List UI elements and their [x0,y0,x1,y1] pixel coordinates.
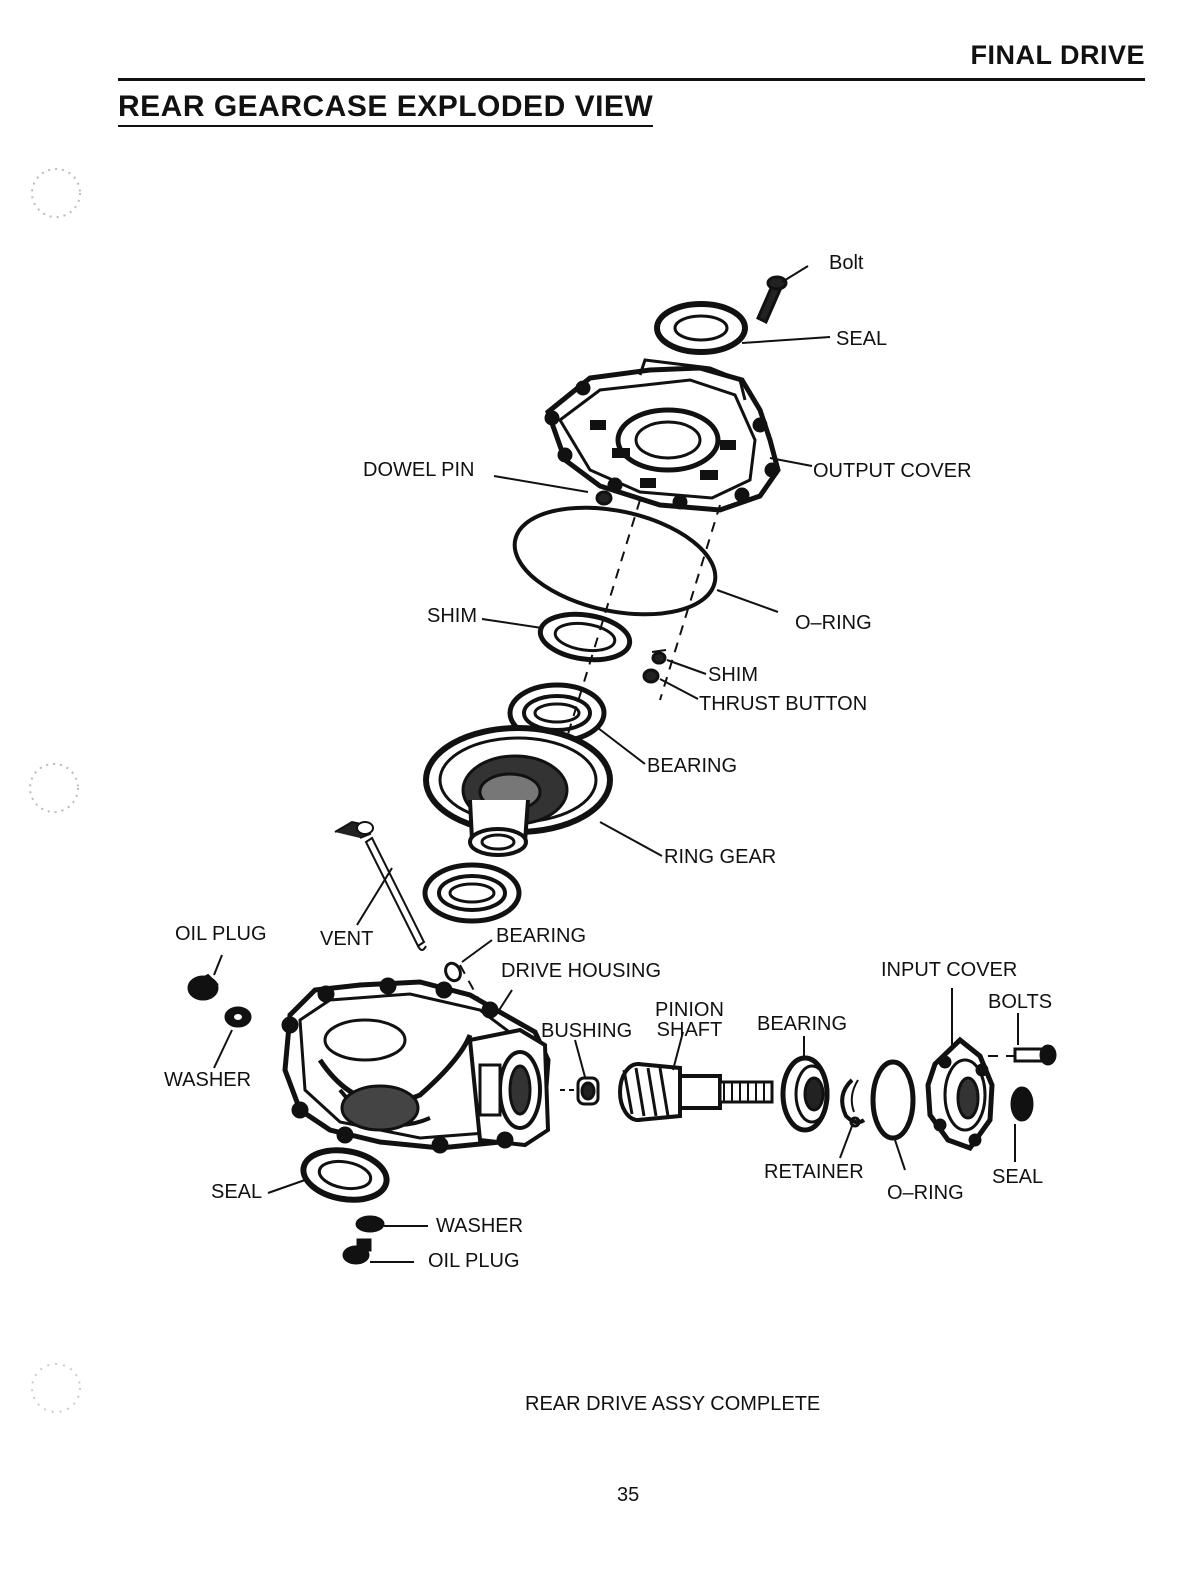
punch-hole-top [31,168,81,218]
seal-left-part [267,1147,390,1203]
label-bushing: BUSHING [541,1020,633,1042]
shim-thrust-button-parts [642,649,707,700]
bearing-lower-part [422,862,522,924]
label-ring-gear: RING GEAR [664,846,777,868]
washer-bottom-part [355,1215,428,1233]
label-shim-small: SHIM [708,664,758,686]
label-vent: VENT [320,928,374,950]
label-bearing-upper: BEARING [647,755,738,777]
small-washer-part [444,939,493,983]
label-seal-left: SEAL [211,1181,263,1203]
label-seal-right: SEAL [992,1166,1044,1188]
bolts-right-part [1013,1013,1057,1066]
washer-left-part [213,1006,252,1069]
input-cover-part [925,988,995,1151]
label-washer-bottom: WASHER [436,1215,524,1237]
bearing-right-part [780,1036,830,1133]
page-number: 35 [617,1484,640,1506]
label-seal-top: SEAL [836,328,888,350]
label-washer-left: WASHER [164,1069,252,1091]
output-cover-part [544,358,813,513]
pinion-shaft-part [618,1031,774,1122]
label-pinion-shaft: PINION SHAFT [655,1000,724,1040]
drive-housing-part [281,977,551,1154]
label-o-ring-top: O–RING [795,612,872,634]
retainer-part [839,1078,866,1159]
oil-plug-left-part [187,954,223,1001]
label-o-ring-bottom: O–RING [887,1182,964,1204]
label-retainer: RETAINER [764,1161,864,1183]
header-rule [118,78,1145,81]
bushing-part [560,1039,600,1106]
page-title: REAR GEARCASE EXPLODED VIEW [118,90,654,127]
shim-left-part [481,611,633,663]
label-shim-left: SHIM [427,605,477,627]
label-input-cover: INPUT COVER [881,959,1018,981]
oil-plug-bottom-part [342,1238,414,1265]
bolt-part [756,265,809,325]
label-thrust-button: THRUST BUTTON [699,693,868,715]
label-output-cover: OUTPUT COVER [813,460,972,482]
punch-hole-bottom [31,1363,81,1413]
figure-caption: REAR DRIVE ASSY COMPLETE [525,1393,821,1415]
label-bearing-lower: BEARING [496,925,587,947]
label-oil-plug-left: OIL PLUG [175,923,267,945]
label-bolts: BOLTS [988,991,1053,1013]
label-drive-housing: DRIVE HOUSING [501,960,662,982]
o-ring-bottom-part [870,1059,916,1171]
label-oil-plug-bottom: OIL PLUG [428,1250,520,1272]
seal-top-part [654,301,831,355]
seal-right-part [1010,1086,1034,1162]
dowel-pin-part [493,475,613,506]
label-pinion-line1: PINION [655,999,724,1021]
section-header: FINAL DRIVE [970,40,1145,70]
vent-part [334,820,427,951]
label-dowel-pin: DOWEL PIN [363,459,475,481]
label-bolt: Bolt [829,252,864,274]
label-bearing-right: BEARING [757,1013,848,1035]
ring-gear-part [423,725,663,857]
label-pinion-line2: SHAFT [656,1019,723,1041]
o-ring-top-part [512,505,779,617]
punch-hole-middle [29,763,79,813]
